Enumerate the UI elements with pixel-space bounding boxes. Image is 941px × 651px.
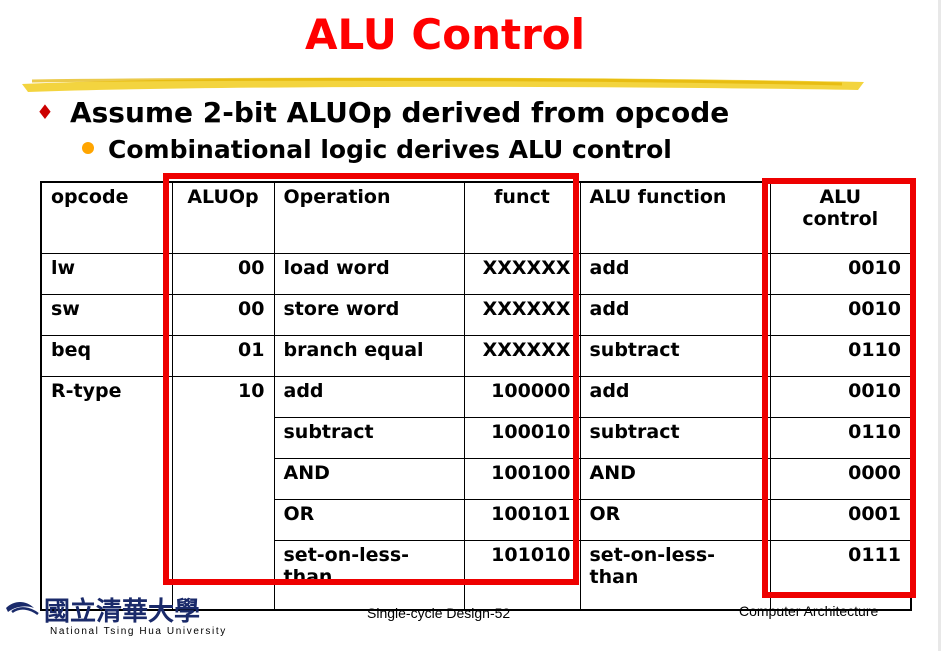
cell-alu-function: set-on-less-than [579, 540, 771, 610]
header-operation: Operation [273, 181, 465, 254]
cell-opcode-empty [40, 417, 173, 459]
footer-course-label: Computer Architecture [739, 603, 879, 619]
cell-operation: store word [273, 294, 465, 336]
cell-operation: load word [273, 253, 465, 295]
university-logo-icon: 國立清華大學 [6, 596, 200, 627]
cell-funct: XXXXXX [463, 294, 581, 336]
table-header-row: opcode ALUOp Operation funct ALU functio… [40, 181, 912, 254]
cell-alu-function: add [579, 376, 771, 418]
cell-aluop-empty [171, 540, 275, 610]
cell-funct: 101010 [463, 540, 581, 610]
cell-alu-control: 0111 [769, 540, 912, 610]
cell-alu-control: 0010 [769, 376, 912, 418]
header-alu-control: ALU control [769, 181, 912, 254]
table-row: OR 100101 OR 0001 [40, 499, 912, 541]
cell-alu-function: subtract [579, 335, 771, 377]
cell-funct: 100000 [463, 376, 581, 418]
slide-title: ALU Control [304, 10, 586, 59]
cell-opcode-empty [40, 458, 173, 500]
table-row: R-type 10 add 100000 add 0010 [40, 376, 912, 418]
window-edge [938, 0, 941, 651]
header-funct: funct [463, 181, 581, 254]
cell-operation: add [273, 376, 465, 418]
cell-operation: OR [273, 499, 465, 541]
cell-opcode-empty [40, 540, 173, 610]
cell-alu-function: subtract [579, 417, 771, 459]
cell-opcode: lw [40, 253, 173, 295]
cell-operation: branch equal [273, 335, 465, 377]
cell-funct: XXXXXX [463, 335, 581, 377]
cell-opcode: beq [40, 335, 173, 377]
dot-bullet-icon [82, 142, 94, 154]
header-alu-function: ALU function [579, 181, 771, 254]
cell-aluop-empty [171, 417, 275, 459]
footer-slide-label: Single-cycle Design-52 [367, 605, 511, 621]
cell-opcode: sw [40, 294, 173, 336]
table-row: lw 00 load word XXXXXX add 0010 [40, 253, 912, 295]
table-row: AND 100100 AND 0000 [40, 458, 912, 500]
cell-alu-control: 0010 [769, 294, 912, 336]
cell-aluop: 00 [171, 253, 275, 295]
logo-english-text: National Tsing Hua University [50, 626, 227, 637]
bullet-level1: ♦ Assume 2-bit ALUOp derived from opcode [36, 96, 729, 129]
table-row: subtract 100010 subtract 0110 [40, 417, 912, 459]
cell-aluop-empty [171, 499, 275, 541]
cell-operation: subtract [273, 417, 465, 459]
cell-aluop: 10 [171, 376, 275, 418]
title-underline-brush [22, 77, 864, 92]
cell-opcode-empty [40, 499, 173, 541]
cell-alu-control: 0000 [769, 458, 912, 500]
header-opcode: opcode [40, 181, 173, 254]
cell-funct: 100100 [463, 458, 581, 500]
cell-alu-control: 0001 [769, 499, 912, 541]
highlight-box-alu-control [762, 178, 916, 598]
cell-alu-function: OR [579, 499, 771, 541]
cell-alu-function: AND [579, 458, 771, 500]
bullet1-text: Assume 2-bit ALUOp derived from opcode [69, 96, 730, 129]
table-row: sw 00 store word XXXXXX add 0010 [40, 294, 912, 336]
header-aluop: ALUOp [171, 181, 275, 254]
table-row: set-on-less-than 101010 set-on-less-than… [40, 540, 912, 610]
cell-alu-control: 0110 [769, 417, 912, 459]
logo-chinese-text: 國立清華大學 [44, 596, 200, 627]
highlight-box-aluop-funct [163, 173, 579, 585]
alu-control-table: opcode ALUOp Operation funct ALU functio… [40, 181, 912, 611]
bullet2-text: Combinational logic derives ALU control [108, 135, 672, 164]
cell-alu-function: add [579, 294, 771, 336]
cell-alu-function: add [579, 253, 771, 295]
cell-opcode: R-type [40, 376, 173, 418]
cell-alu-control: 0010 [769, 253, 912, 295]
bullet-level2: Combinational logic derives ALU control [82, 135, 672, 164]
cell-funct: 100101 [463, 499, 581, 541]
cell-aluop-empty [171, 458, 275, 500]
cell-funct: XXXXXX [463, 253, 581, 295]
table-row: beq 01 branch equal XXXXXX subtract 0110 [40, 335, 912, 377]
cell-aluop: 01 [171, 335, 275, 377]
diamond-bullet-icon: ♦ [36, 100, 54, 124]
cell-operation: AND [273, 458, 465, 500]
cell-aluop: 00 [171, 294, 275, 336]
